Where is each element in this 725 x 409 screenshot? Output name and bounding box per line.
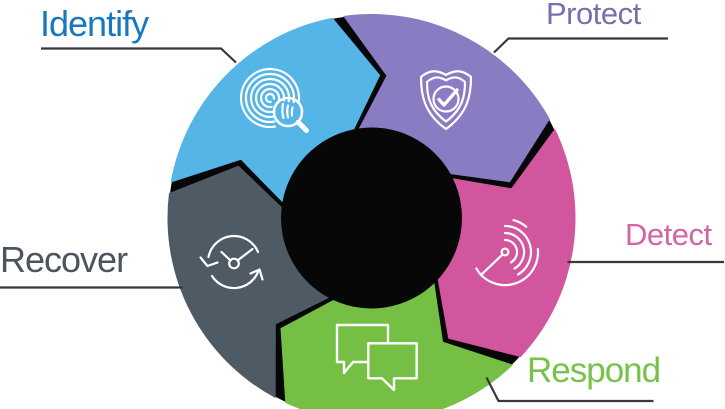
connector-respond [485,376,654,403]
fingerprint-magnifier-icon [239,67,309,133]
label-recover: Recover [0,239,128,280]
label-respond: Respond [527,351,661,390]
segment-detect [437,128,576,358]
chat-bubbles-icon [335,323,418,392]
label-protect: Protect [546,0,641,31]
connector-identify [41,47,237,64]
label-identify: Identify [40,3,149,44]
clock-restore-icon [199,234,264,290]
segment-recover [167,165,329,399]
segment-protect [343,14,550,183]
connector-protect [493,37,668,54]
shield-check-icon [419,70,473,131]
radar-signal-icon [475,219,540,287]
label-detect: Detect [625,217,712,252]
